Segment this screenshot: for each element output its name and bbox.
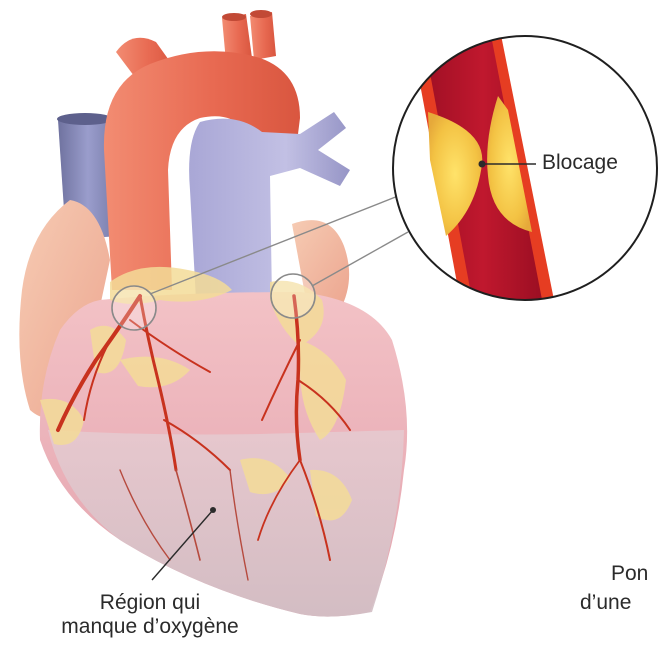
clipped-label-line2: d’une <box>580 591 631 615</box>
blockage-marker-right <box>271 274 315 318</box>
region-label-line1: Région qui <box>28 591 272 615</box>
zoom-connector-left <box>150 196 398 294</box>
clipped-label-line1: Pon <box>611 562 648 586</box>
blockage-label: Blocage <box>542 151 618 175</box>
oxygen-deprived-region-label: Région qui manque d’oxygène <box>28 591 272 639</box>
region-label-line2: manque d’oxygène <box>28 615 272 639</box>
blockage-marker-left <box>112 286 156 330</box>
ischemic-region <box>48 430 404 617</box>
